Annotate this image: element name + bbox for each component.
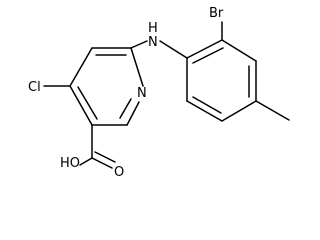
bond-c2p-c3p: [221, 39, 257, 62]
bond-c2-n1-inner: [119, 98, 132, 119]
bond-c5p-c6p-inner: [192, 96, 222, 114]
bond-c4p-ch3: [255, 100, 290, 121]
ring-nitrogen-label: N: [137, 86, 147, 101]
bond-c4-c3: [69, 85, 93, 126]
bond-c1p-c2p-inner: [192, 47, 224, 64]
bond-layer: [43, 21, 290, 169]
bond-c6-nh: [130, 40, 148, 49]
bond-c5-c4: [69, 47, 93, 87]
amine-hydrogen-label: H: [148, 21, 158, 36]
carbonyl-oxygen-label: O: [114, 165, 124, 180]
amine-nitrogen-label: N: [148, 35, 158, 50]
bond-n1-c6: [130, 47, 144, 87]
molecule-structure: H N N Br Cl HO O: [28, 6, 290, 180]
bond-nh-c1p: [159, 40, 188, 59]
bond-c-o-double-a: [91, 157, 113, 169]
hydroxyl-label: HO: [60, 156, 80, 171]
bond-c1p-c2p: [186, 39, 223, 59]
atom-label-layer: H N N Br Cl HO O: [28, 6, 224, 180]
bond-c4-c3-inner: [77, 86, 98, 120]
bond-c-o-double-b: [94, 151, 116, 163]
bond-c2-n1: [126, 101, 140, 126]
bond-c-oh: [79, 157, 93, 166]
bond-c5p-c6p: [186, 100, 223, 122]
chlorine-label: Cl: [28, 80, 41, 95]
bromine-label: Br: [209, 6, 224, 21]
bond-c4p-c5p: [221, 100, 257, 122]
structure-canvas: H N N Br Cl HO O: [28, 6, 290, 180]
